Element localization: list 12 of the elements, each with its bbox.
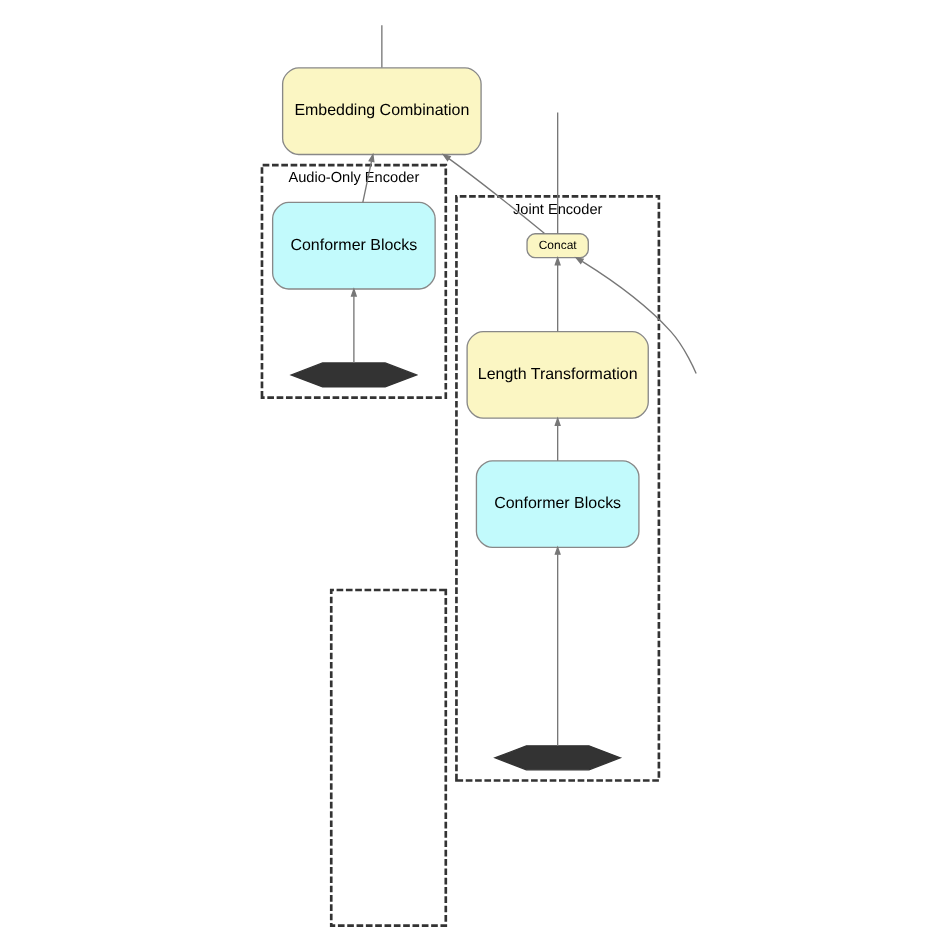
arrow xyxy=(574,255,697,374)
connector xyxy=(557,110,559,234)
picture xyxy=(289,361,419,387)
node-box xyxy=(329,587,448,926)
arrow xyxy=(554,544,561,746)
connector xyxy=(381,23,383,68)
arrow xyxy=(362,151,375,202)
arrow xyxy=(554,255,561,332)
picture xyxy=(493,744,623,770)
arrow xyxy=(350,286,358,363)
arrow xyxy=(441,152,545,233)
arrow xyxy=(554,415,561,461)
